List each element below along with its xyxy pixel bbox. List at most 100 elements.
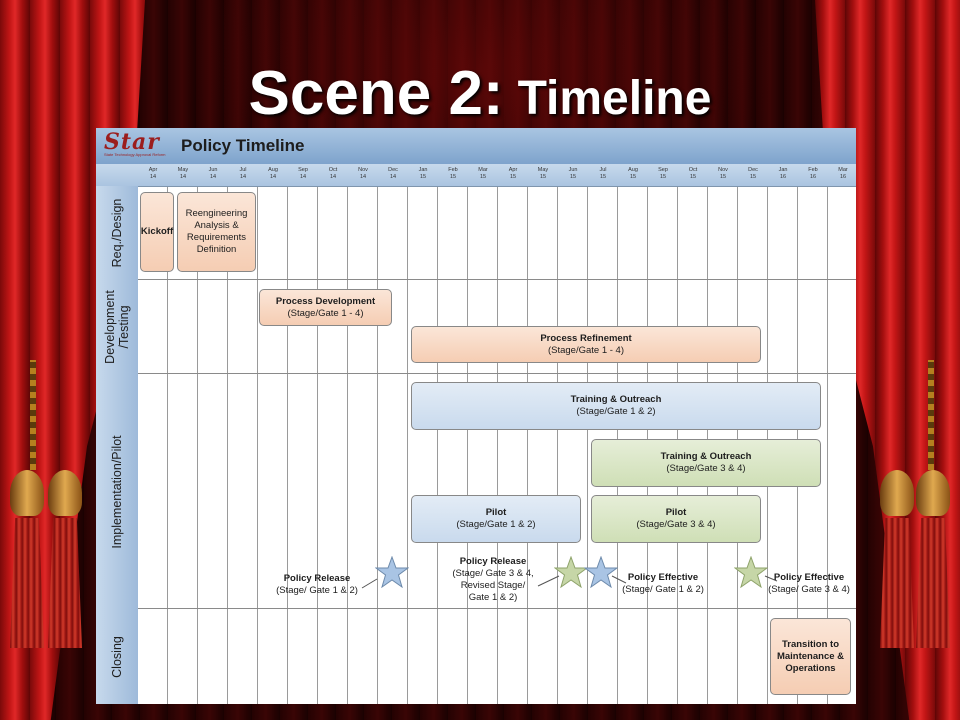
slide-title-sub: Timeline <box>517 72 712 125</box>
month-grid-line <box>317 186 318 704</box>
left-tassel <box>10 470 44 648</box>
band-req-design: Req./Design <box>96 186 138 281</box>
task-title: Process Development <box>275 295 376 307</box>
task-process-development: Process Development (Stage/Gate 1 - 4) <box>259 289 392 326</box>
band-label: Closing <box>110 635 124 678</box>
month-grid-line <box>227 186 228 704</box>
month-year: 15 <box>479 173 487 180</box>
milestone-star-icon <box>734 556 768 588</box>
month-year: 16 <box>779 173 787 180</box>
month-year: 14 <box>359 173 367 180</box>
chart-title: Policy Timeline <box>181 136 305 155</box>
month-name: Sep <box>298 167 308 173</box>
task-training-outreach-3-4: Training & Outreach (Stage/Gate 3 & 4) <box>591 439 821 487</box>
task-pilot-3-4: Pilot (Stage/Gate 3 & 4) <box>591 495 761 543</box>
task-reengineering: Reengineering Analysis & Requirements De… <box>177 192 256 272</box>
month-year: 15 <box>629 173 637 180</box>
milestone-subtitle: (Stage/ Gate 1 & 2) <box>276 585 358 596</box>
month-grid-line <box>557 186 558 704</box>
month-year: 15 <box>419 173 427 180</box>
milestone-title: Policy Release <box>459 556 527 567</box>
month-year: 15 <box>689 173 697 180</box>
month-name: Apr <box>508 167 518 173</box>
month-year: 14 <box>149 173 157 180</box>
task-subtitle: (Stage/Gate 1 & 2) <box>456 519 536 530</box>
task-title: Training & Outreach <box>570 394 662 405</box>
month-year: 14 <box>299 173 307 180</box>
month-name: Aug <box>268 167 278 173</box>
band-label: Req./Design <box>110 198 124 268</box>
policy-timeline-chart: Star State Technology Approval Reform Po… <box>96 128 856 704</box>
task-training-outreach-1-2: Training & Outreach (Stage/Gate 1 & 2) <box>411 382 821 430</box>
month-grid-line <box>407 186 408 704</box>
milestone-policy-release-1-2: Policy Release (Stage/ Gate 1 & 2) <box>268 573 366 597</box>
month-name: Jan <box>418 167 428 173</box>
month-year: 15 <box>449 173 457 180</box>
month-grid-line <box>197 186 198 704</box>
task-line: Operations <box>785 662 836 674</box>
month-name: Jun <box>568 167 578 173</box>
task-title: Pilot <box>665 507 687 518</box>
month-name: Jun <box>208 167 218 173</box>
month-name: Nov <box>718 167 728 173</box>
month-name: Apr <box>148 167 158 173</box>
milestone-policy-release-3-4: Policy Release (Stage/ Gate 3 & 4, Revis… <box>446 556 540 604</box>
month-name: Jul <box>599 167 607 173</box>
month-name: Feb <box>448 167 458 173</box>
month-name: Sep <box>658 167 668 173</box>
task-line: Transition to <box>782 638 839 650</box>
right-tassel <box>916 470 950 648</box>
milestone-star-icon <box>375 556 409 588</box>
milestone-subtitle: (Stage/ Gate 1 & 2) <box>622 584 704 595</box>
month-name: Mar <box>478 167 488 173</box>
month-grid-line <box>257 186 258 704</box>
milestone-star-icon <box>554 556 588 588</box>
task-subtitle: (Stage/Gate 1 - 4) <box>287 307 364 319</box>
task-kickoff: Kickoff <box>140 192 174 272</box>
right-tassel <box>880 470 914 648</box>
month-year: 15 <box>719 173 727 180</box>
milestone-line: (Stage/ Gate 3 & 4, <box>452 568 534 579</box>
task-pilot-1-2: Pilot (Stage/Gate 1 & 2) <box>411 495 581 543</box>
month-name: Aug <box>628 167 638 173</box>
month-grid-line <box>467 186 468 704</box>
task-subtitle: (Stage/Gate 3 & 4) <box>636 519 716 530</box>
task-title: Pilot <box>485 507 507 518</box>
milestone-line: Revised Stage/ <box>460 580 526 591</box>
task-title: Kickoff <box>140 226 174 237</box>
band-development-testing: Development /Testing <box>96 280 138 375</box>
milestone-title: Policy Effective <box>627 572 699 583</box>
band-closing: Closing <box>96 609 138 704</box>
task-line: Maintenance & <box>776 650 845 662</box>
month-year: 14 <box>209 173 217 180</box>
task-line: Requirements <box>186 232 247 243</box>
milestone-subtitle: (Stage/ Gate 3 & 4) <box>768 584 850 595</box>
band-divider <box>138 373 856 374</box>
month-name: Jan <box>778 167 788 173</box>
logo-subtitle: State Technology Approval Reform <box>104 152 166 157</box>
left-tassel-rope <box>30 360 36 470</box>
month-grid-line <box>167 186 168 704</box>
month-year: 15 <box>539 173 547 180</box>
milestone-line: Gate 1 & 2) <box>468 592 518 603</box>
band-implementation-pilot: Implementation/Pilot <box>96 374 138 610</box>
month-year: 14 <box>269 173 277 180</box>
task-subtitle: (Stage/Gate 1 - 4) <box>547 344 625 356</box>
chart-header: Star State Technology Approval Reform Po… <box>96 128 856 164</box>
month-name: May <box>177 167 189 173</box>
task-line: Reengineering <box>185 208 248 219</box>
month-grid-line <box>827 186 828 704</box>
